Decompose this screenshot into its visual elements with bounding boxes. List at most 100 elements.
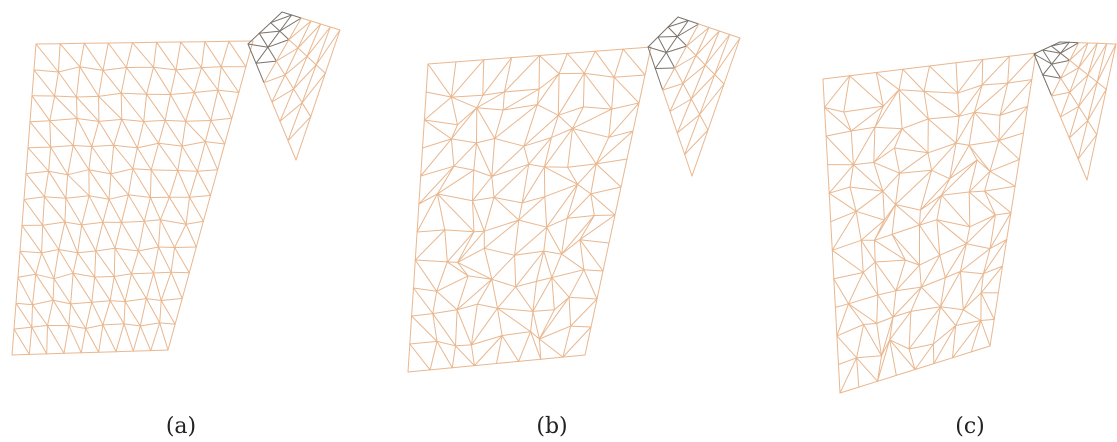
mesh-edge — [863, 324, 882, 357]
mesh-edge — [570, 298, 598, 327]
mesh-edge — [855, 190, 884, 212]
mesh-edge — [895, 259, 906, 292]
mesh-edge — [21, 199, 25, 226]
mesh-edge — [965, 226, 971, 245]
mesh-edge — [514, 226, 548, 256]
flap-edge — [669, 111, 678, 134]
mesh-edge — [52, 299, 70, 327]
mesh-edge — [153, 246, 159, 274]
mesh-edge — [856, 357, 860, 388]
mesh-edge — [889, 339, 916, 370]
mesh-edge — [511, 55, 540, 59]
flap-edge — [707, 83, 725, 131]
mesh-edge — [175, 67, 202, 71]
mesh-edge — [11, 353, 30, 356]
mesh-edge — [67, 145, 74, 176]
mesh-edge — [562, 354, 586, 358]
mesh-edge — [923, 90, 959, 94]
mesh-edge — [561, 217, 568, 255]
mesh-edge — [848, 303, 878, 324]
flap-edge — [324, 29, 341, 74]
mesh-edge — [35, 273, 55, 280]
mesh-edge — [53, 272, 74, 280]
flap-edge — [682, 55, 697, 84]
mesh-edge — [939, 254, 946, 279]
mesh-edge — [107, 42, 127, 68]
mesh-edge — [874, 126, 903, 130]
mesh-edge — [13, 328, 30, 355]
mesh-edge — [514, 219, 520, 256]
flap-edge — [263, 82, 273, 103]
mesh-edge — [35, 43, 59, 73]
mesh-edge — [849, 75, 884, 107]
mesh-edge — [567, 166, 578, 185]
mesh-edge — [989, 318, 995, 347]
mesh-edge — [444, 229, 475, 233]
mesh-edge — [59, 43, 81, 68]
mesh-edge — [411, 313, 434, 317]
mesh-edge — [131, 272, 155, 275]
mesh-edge — [50, 146, 69, 176]
mesh-edge — [88, 146, 93, 171]
mesh-edge — [968, 144, 991, 172]
flap-edge — [1051, 59, 1071, 65]
mesh-edge — [860, 219, 885, 241]
flap-edge — [279, 17, 302, 32]
mesh-edge — [94, 276, 111, 302]
mesh-edge — [1018, 132, 1024, 160]
mesh-edge — [874, 261, 879, 296]
flap-edge — [1077, 120, 1089, 160]
mesh-edge — [450, 96, 458, 126]
mesh-edge — [196, 170, 211, 196]
mesh-edge — [413, 287, 438, 292]
mesh-edge — [85, 328, 100, 353]
mesh-edge — [49, 120, 74, 146]
flap-edge — [708, 27, 720, 32]
mesh-edge — [825, 135, 829, 166]
mesh-edge — [110, 168, 134, 175]
mesh-edge — [15, 302, 33, 328]
mesh-edge — [98, 120, 115, 146]
mesh-edge — [608, 214, 616, 244]
mesh-edge — [968, 170, 991, 193]
mesh-edge — [160, 300, 176, 325]
mesh-edge — [882, 89, 900, 107]
mesh-edge — [894, 147, 901, 174]
mesh-edge — [436, 340, 456, 347]
mesh-edge — [877, 339, 891, 382]
flap-edge — [1078, 74, 1089, 107]
mesh-edge — [873, 161, 884, 192]
mesh-edge — [874, 89, 900, 128]
flap-edge — [695, 27, 710, 56]
flap-edge — [1042, 74, 1053, 97]
mesh-edge — [493, 196, 523, 204]
mesh-edge — [450, 138, 455, 167]
mesh-edge — [831, 249, 864, 273]
flap-edge — [698, 23, 710, 28]
mesh-edge — [936, 194, 943, 221]
mesh-edge — [583, 269, 604, 272]
mesh-edge — [49, 120, 52, 148]
mesh-edge — [476, 107, 496, 139]
mesh-edge — [185, 92, 195, 122]
flap-edge — [1077, 158, 1088, 181]
flap-edge — [1060, 41, 1070, 54]
mesh-edge — [494, 104, 538, 139]
mesh-edge — [31, 304, 33, 328]
mesh-edge — [80, 351, 100, 354]
mesh-edge — [838, 364, 841, 394]
mesh-edge — [501, 331, 532, 337]
mesh-edge — [957, 84, 983, 94]
mesh-edge — [48, 170, 67, 199]
mesh-edge — [892, 286, 922, 318]
mesh-edge — [535, 250, 545, 282]
flap-edge — [275, 47, 299, 62]
mesh-edge — [436, 261, 448, 292]
mesh-edge — [54, 95, 78, 119]
mesh-edge — [536, 104, 559, 116]
flap-edge — [297, 47, 308, 57]
flap-edge — [657, 26, 669, 38]
mesh-edge — [476, 138, 496, 144]
mesh-edge — [958, 84, 983, 117]
mesh-edge — [160, 271, 172, 301]
